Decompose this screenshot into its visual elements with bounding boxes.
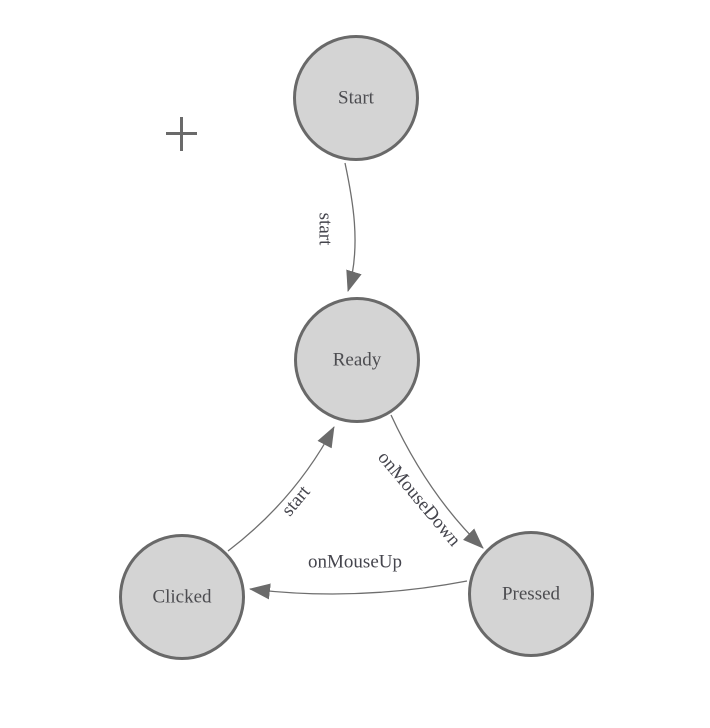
edge-ready-to-pressed-path[interactable]	[390, 414, 484, 549]
edge-clicked-to-ready: start	[227, 426, 335, 552]
edge-label-start-2: start	[277, 481, 315, 520]
node-clicked[interactable]: Clicked	[119, 534, 245, 660]
edge-ready-to-pressed: onMouseDown	[373, 414, 484, 551]
edge-start-to-ready-path[interactable]	[344, 162, 362, 292]
node-start-circle[interactable]	[293, 35, 419, 161]
node-start[interactable]: Start	[293, 35, 419, 161]
node-start-label: Start	[338, 88, 375, 109]
node-pressed[interactable]: Pressed	[468, 531, 594, 657]
node-clicked-circle[interactable]	[119, 534, 245, 660]
node-ready-label: Ready	[333, 350, 382, 371]
edge-label-onmouseup: onMouseUp	[308, 552, 402, 573]
node-ready[interactable]: Ready	[294, 297, 420, 423]
edge-label-start-1: start	[315, 213, 336, 246]
node-clicked-label: Clicked	[152, 587, 212, 608]
node-pressed-circle[interactable]	[468, 531, 594, 657]
edge-clicked-to-ready-path[interactable]	[227, 426, 335, 552]
edge-pressed-to-clicked-path[interactable]	[249, 580, 468, 600]
edge-start-to-ready: start	[315, 162, 362, 292]
node-ready-circle[interactable]	[294, 297, 420, 423]
plus-icon	[166, 117, 197, 151]
edge-pressed-to-clicked: onMouseUp	[249, 552, 468, 600]
node-pressed-label: Pressed	[502, 584, 561, 605]
edge-label-onmousedown: onMouseDown	[373, 447, 465, 551]
